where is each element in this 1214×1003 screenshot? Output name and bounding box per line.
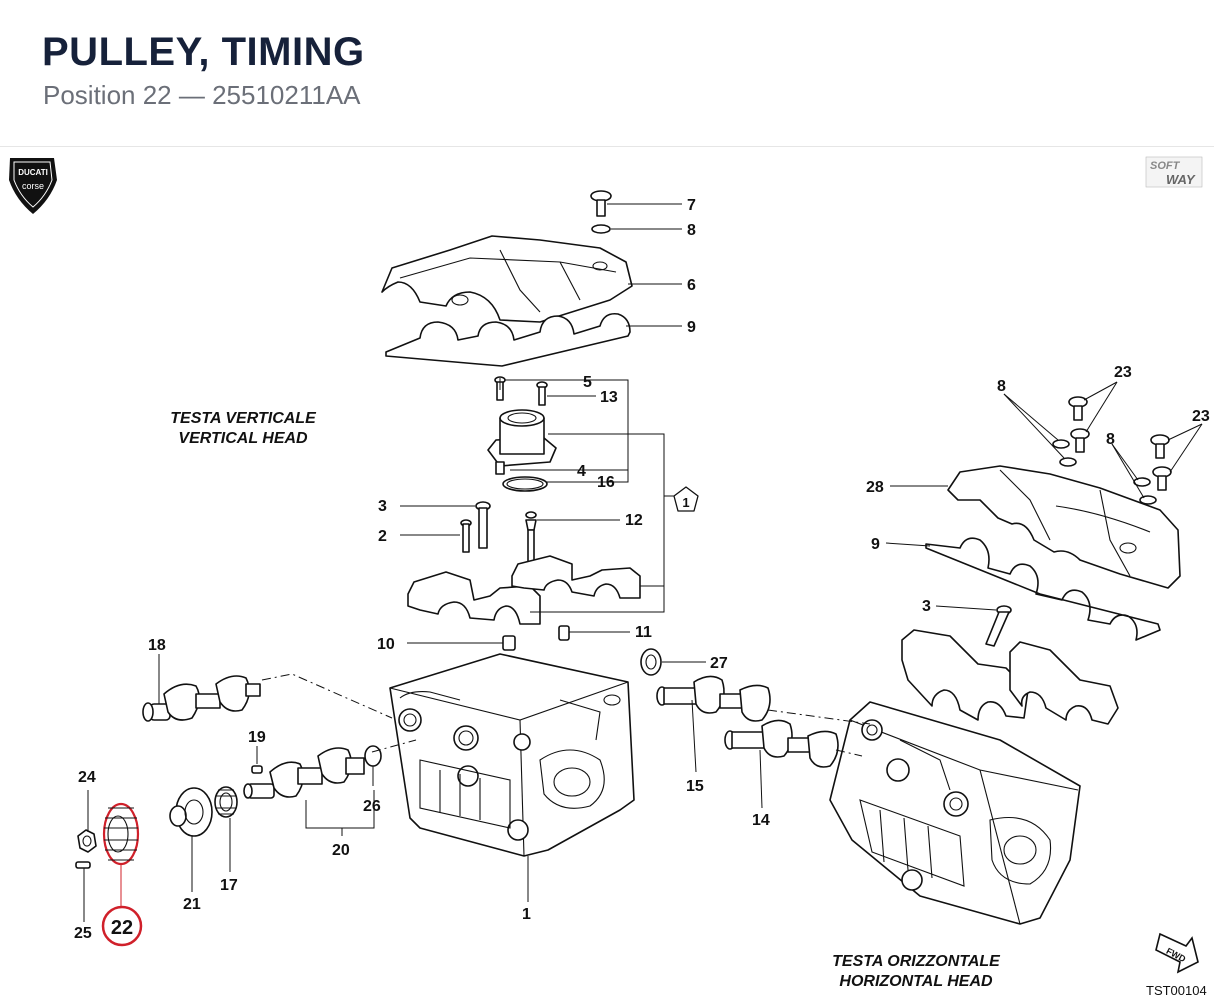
callout-14: 14 <box>752 812 770 829</box>
callout-18: 18 <box>148 637 166 654</box>
screw-13 <box>536 381 548 406</box>
callout-9-horizontal: 9 <box>871 536 880 553</box>
callout-28: 28 <box>866 479 884 496</box>
callout-3-vertical: 3 <box>378 498 387 515</box>
bolt-3-horizontal <box>985 605 1012 647</box>
callout-5: 5 <box>583 374 592 391</box>
document-id: TST00104 <box>1146 983 1207 998</box>
callout-26: 26 <box>363 798 381 815</box>
callout-16: 16 <box>597 474 615 491</box>
bolt-3-vertical <box>475 501 491 549</box>
highlight-circle-22[interactable] <box>101 905 143 947</box>
callout-17: 17 <box>220 877 238 894</box>
cam-cap-pair-rear <box>511 555 641 599</box>
bolt-23-left <box>1068 396 1090 453</box>
camshaft-20 <box>243 747 365 799</box>
callout-27: 27 <box>710 655 728 672</box>
callout-24: 24 <box>78 769 96 786</box>
cam-caps-horizontal <box>901 629 1029 721</box>
callout-10: 10 <box>377 636 395 653</box>
callout-7: 7 <box>687 197 696 214</box>
washer-8 <box>591 224 611 234</box>
camshaft-14 <box>724 719 839 768</box>
nut-24 <box>77 829 97 853</box>
seal-27 <box>640 648 662 676</box>
page-title: PULLEY, TIMING <box>42 30 365 74</box>
callout-22[interactable]: 22 <box>111 917 133 939</box>
bolt-7 <box>590 190 612 217</box>
camshaft-18 <box>142 675 261 722</box>
callout-ref-1: 1 <box>682 495 689 510</box>
callout-8-horizontal-b: 8 <box>1106 431 1115 448</box>
callout-11: 11 <box>635 624 652 641</box>
washer-8-a <box>1052 439 1070 449</box>
header-divider <box>0 146 1214 147</box>
reference-pentagon-1: 1 <box>673 486 699 512</box>
logo-ducati-text: DUCATI <box>18 168 48 177</box>
pin-25 <box>75 861 91 869</box>
callout-13: 13 <box>600 389 618 406</box>
plug-26 <box>364 745 382 767</box>
caption-horizontal-en: HORIZONTAL HEAD <box>839 973 993 990</box>
washer-8-b <box>1059 457 1077 467</box>
callout-15: 15 <box>686 778 704 795</box>
callout-3-horizontal: 3 <box>922 598 931 615</box>
callout-8-horizontal-a: 8 <box>997 378 1006 395</box>
gasket-9-horizontal <box>925 537 1161 641</box>
callout-12: 12 <box>625 512 643 529</box>
cylinder-head-horizontal <box>829 701 1081 925</box>
callout-23-a: 23 <box>1114 364 1132 381</box>
callout-6: 6 <box>687 277 696 294</box>
camshaft-15 <box>656 675 771 722</box>
callout-23-b: 23 <box>1192 408 1210 425</box>
intake-flange-4 <box>487 409 557 475</box>
logo-soft-text: SOFT <box>1150 160 1181 172</box>
dowel-10 <box>502 635 516 651</box>
callout-19: 19 <box>248 729 266 746</box>
bearing-17 <box>214 786 238 818</box>
fwd-arrow-icon: FWD <box>1155 932 1199 974</box>
dowel-11 <box>558 625 570 641</box>
stud-12 <box>525 511 537 565</box>
caption-vertical-it: TESTA VERTICALE <box>170 410 317 427</box>
callout-1: 1 <box>522 906 531 923</box>
softway-logo: SOFT WAY <box>1145 156 1203 188</box>
callout-numbers: 7 8 6 9 5 13 4 16 3 2 12 10 11 27 18 19 … <box>74 197 1210 942</box>
logo-corse-text: corse <box>22 181 44 191</box>
callout-9: 9 <box>687 319 696 336</box>
ducati-corse-logo: DUCATI corse <box>9 158 57 214</box>
callout-25: 25 <box>74 925 92 942</box>
cylinder-head-1 <box>389 653 635 857</box>
callout-21: 21 <box>183 896 201 913</box>
caption-vertical-en: VERTICAL HEAD <box>178 430 308 447</box>
timing-pulley-22[interactable] <box>102 802 140 866</box>
cam-cap-pair-front <box>407 571 541 625</box>
logo-way-text: WAY <box>1166 172 1196 187</box>
callout-4: 4 <box>577 463 586 480</box>
bolt-23-right <box>1150 434 1172 491</box>
valve-cover-28 <box>947 465 1181 589</box>
stud-2 <box>460 519 472 553</box>
valve-cover-6 <box>381 235 633 323</box>
callout-2: 2 <box>378 528 387 545</box>
caption-horizontal-it: TESTA ORIZZONTALE <box>832 953 1001 970</box>
page-subtitle: Position 22 — 25510211AA <box>43 80 361 110</box>
hub-21 <box>169 787 213 837</box>
callout-20: 20 <box>332 842 350 859</box>
gasket-9 <box>385 312 631 367</box>
callout-8: 8 <box>687 222 696 239</box>
key-19 <box>251 765 263 774</box>
